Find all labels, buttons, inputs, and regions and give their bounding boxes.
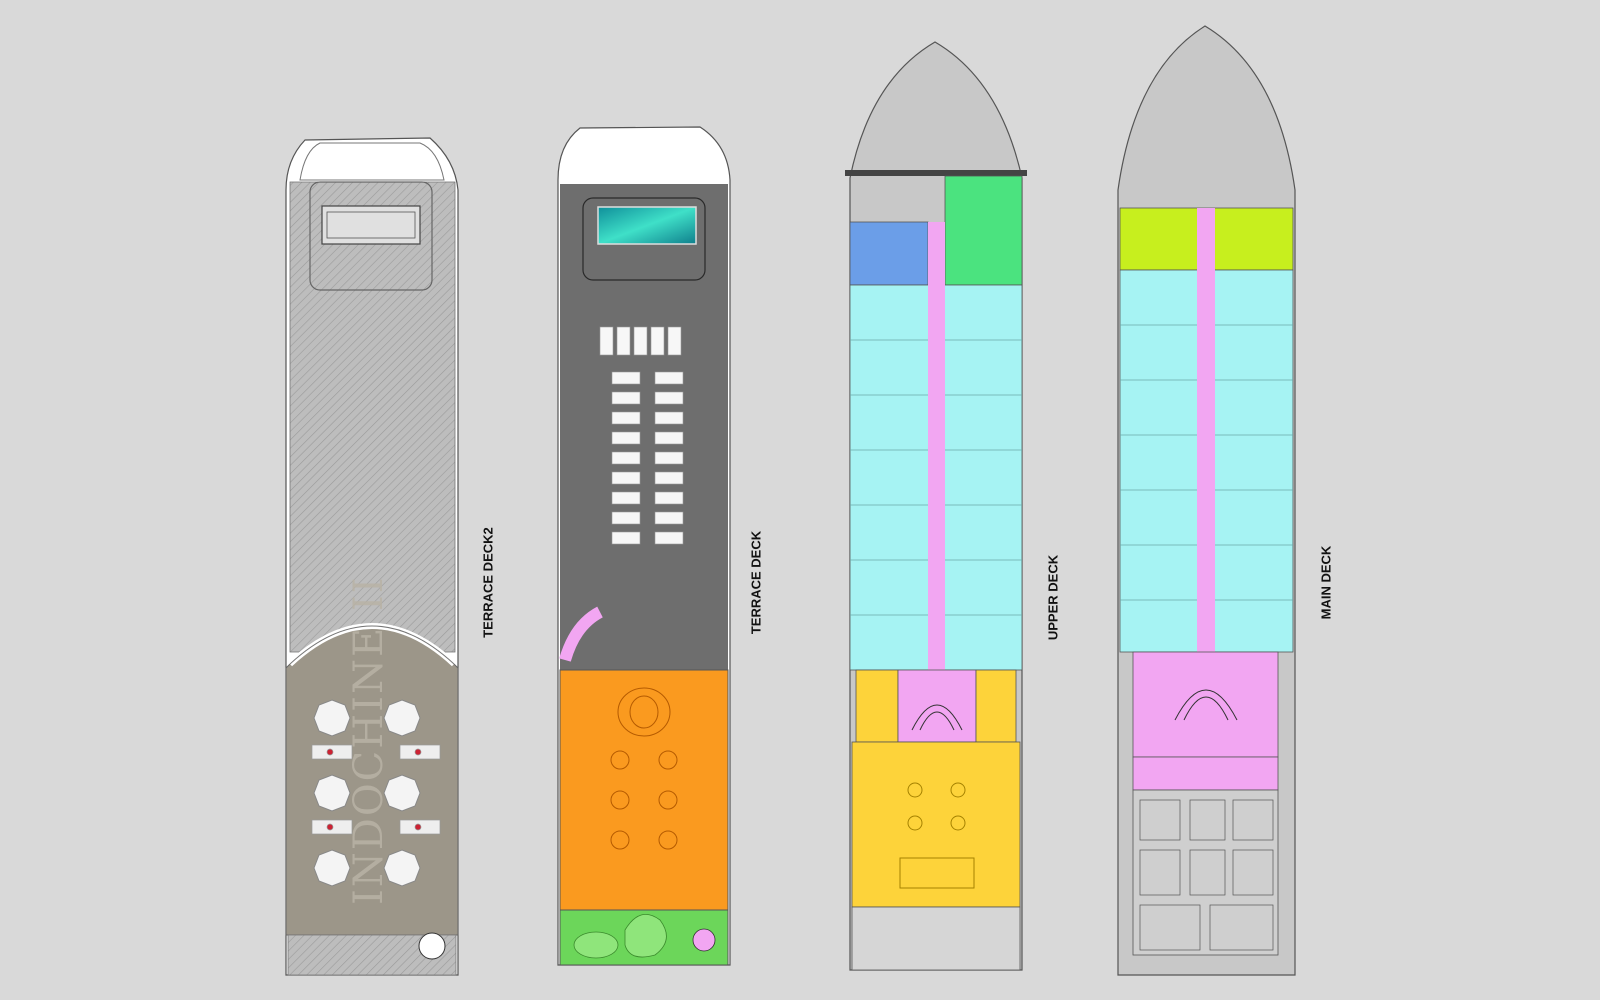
main-deck-corridor bbox=[1197, 208, 1215, 652]
terrace-deck2-sunshade-frame bbox=[309, 181, 433, 291]
terrace-deck-garden-bed-center bbox=[624, 913, 667, 958]
upper-deck bbox=[845, 41, 1027, 971]
terrace-deck-pool-frame bbox=[582, 197, 706, 281]
terrace-deck bbox=[557, 126, 731, 966]
upper-deck-lounge-bar bbox=[851, 741, 1021, 908]
terrace-deck2-spiral-stair bbox=[418, 932, 446, 960]
terrace-deck-spiral-stair bbox=[692, 928, 716, 952]
terrace-deck2-umbrellas bbox=[313, 699, 421, 887]
terrace-deck-sun-loungers bbox=[599, 326, 684, 545]
terrace-deck-pool bbox=[597, 206, 697, 245]
upper-deck-lounge-right bbox=[975, 669, 1017, 743]
terrace-deck2-bow-canopy bbox=[299, 142, 445, 181]
main-deck-reception bbox=[1132, 651, 1279, 758]
terrace-deck-restaurant-tables bbox=[610, 687, 678, 850]
terrace-deck2-sundeck-hatched bbox=[289, 181, 456, 653]
terrace-deck2-label: TERRACE DECK2 bbox=[480, 527, 496, 638]
main-deck bbox=[1117, 25, 1296, 976]
terrace-deck-label: TERRACE DECK bbox=[748, 530, 764, 635]
terrace-deck2: INDOCHINE II bbox=[285, 137, 459, 976]
upper-deck-suite-green bbox=[944, 175, 1023, 286]
terrace-deck-restaurant bbox=[559, 669, 729, 911]
terrace-deck2-loungers bbox=[311, 744, 441, 835]
upper-deck-stair-hall bbox=[897, 669, 977, 743]
upper-deck-suite-blue bbox=[849, 221, 929, 286]
upper-deck-galley bbox=[851, 906, 1021, 971]
terrace-deck-stair-curve bbox=[559, 606, 604, 662]
upper-deck-corridor bbox=[928, 222, 945, 670]
terrace-deck-garden-bed-left bbox=[573, 931, 619, 959]
upper-deck-label: UPPER DECK bbox=[1045, 554, 1061, 641]
main-deck-lobby-lower bbox=[1132, 756, 1279, 791]
terrace-deck-dark-deck bbox=[560, 184, 728, 670]
main-deck-label: MAIN DECK bbox=[1318, 545, 1334, 620]
upper-deck-lounge-left bbox=[855, 669, 899, 743]
terrace-deck2-brand-text: INDOCHINE II bbox=[346, 576, 392, 905]
main-deck-crew-area bbox=[1132, 789, 1279, 956]
